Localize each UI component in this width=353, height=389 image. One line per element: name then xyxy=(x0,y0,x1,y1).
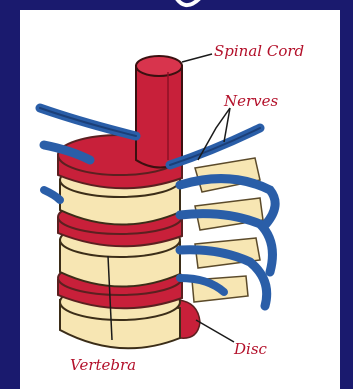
diagram-panel: Spinal Cord Nerves Disc Vertebra xyxy=(20,10,340,389)
spinal-cord xyxy=(136,56,182,168)
spine-diagram: Spinal Cord Nerves Disc Vertebra xyxy=(20,10,340,389)
label-disc: Disc xyxy=(233,340,268,358)
label-vertebra: Vertebra xyxy=(70,356,136,374)
disc-bulge xyxy=(178,300,200,338)
label-nerves: Nerves xyxy=(223,92,279,110)
title-fragment-glyph xyxy=(170,0,204,20)
label-spinal-cord: Spinal Cord xyxy=(214,42,304,60)
